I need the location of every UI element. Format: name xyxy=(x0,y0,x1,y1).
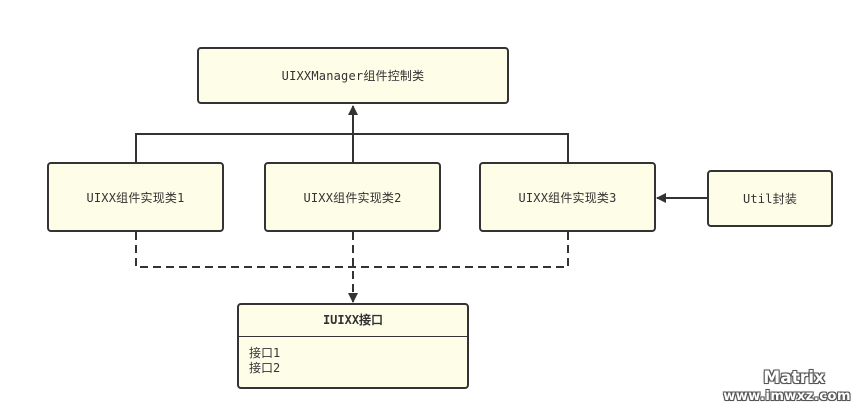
watermark-brand: Matrix xyxy=(763,368,825,388)
impl-to-interface-dashed-line xyxy=(135,232,569,268)
interface-box: IUIXX接口 接口1 接口2 xyxy=(237,303,469,389)
impl-class-label-2: UIXX组件实现类2 xyxy=(303,190,402,205)
manager-class-box: UIXXManager组件控制类 xyxy=(197,47,509,104)
impl-class-label-1: UIXX组件实现类1 xyxy=(86,190,185,205)
interface-method-2: 接口2 xyxy=(249,361,281,375)
interface-title: IUIXX接口 xyxy=(239,305,467,337)
util-box: Util封装 xyxy=(707,170,833,227)
interface-method-list: 接口1 接口2 xyxy=(239,337,467,376)
manager-class-label: UIXXManager组件控制类 xyxy=(281,69,425,83)
watermark-url: www.imwxz.com xyxy=(723,389,851,404)
interface-method-1: 接口1 xyxy=(249,346,281,360)
util-label: Util封装 xyxy=(742,192,798,206)
impl-class-box-2: UIXX组件实现类2 xyxy=(264,162,441,232)
impl-class-box-3: UIXX组件实现类3 xyxy=(479,162,656,232)
impl-class-box-1: UIXX组件实现类1 xyxy=(47,162,224,232)
impl-class-label-3: UIXX组件实现类3 xyxy=(518,190,617,205)
watermark: Matrix www.imwxz.com xyxy=(723,368,851,406)
